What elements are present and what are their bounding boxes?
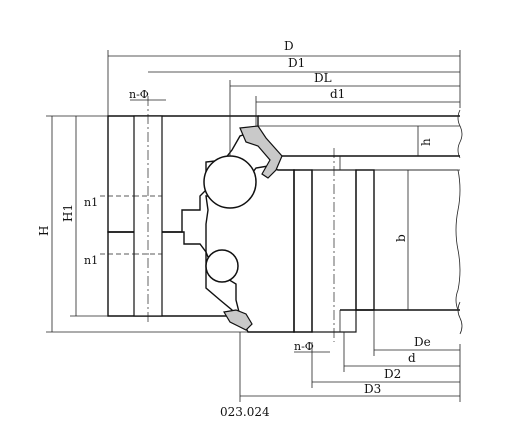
- upper-ball: [203, 155, 257, 209]
- hole-callout-top: n-Φ: [129, 88, 166, 101]
- label-DL: DL: [314, 71, 332, 85]
- label-hole-bottom: n-Φ: [294, 340, 314, 353]
- label-b: b: [394, 234, 408, 242]
- label-D3: D3: [364, 382, 381, 396]
- lower-ball: [205, 249, 239, 283]
- dimension-h: h: [417, 126, 433, 156]
- inner-bolt-hole: [311, 148, 357, 342]
- dimension-D2: D2: [311, 342, 460, 388]
- label-d: d: [408, 351, 416, 365]
- label-H1: H1: [61, 204, 75, 222]
- dimension-d1: d1: [255, 87, 460, 126]
- label-n1-bottom: n1: [84, 254, 98, 267]
- label-D2: D2: [384, 367, 401, 381]
- dimension-De: De: [373, 310, 460, 356]
- dimension-D: D: [107, 39, 460, 116]
- figure-code: 023.024: [220, 405, 270, 419]
- dimension-D3: D3: [239, 332, 460, 402]
- label-hole-top: n-Φ: [129, 88, 149, 101]
- label-H: H: [37, 226, 51, 236]
- label-n1-top: n1: [84, 196, 98, 209]
- top-seal: [239, 125, 283, 179]
- label-D: D: [284, 39, 294, 53]
- label-d1: d1: [330, 87, 345, 101]
- dimension-DL: DL: [229, 71, 460, 156]
- lower-support: [339, 301, 463, 335]
- label-D1: D1: [288, 56, 305, 70]
- label-De: De: [414, 335, 431, 349]
- label-h: h: [419, 138, 433, 146]
- dimension-d: d: [343, 332, 460, 372]
- dimension-b: b: [394, 170, 409, 310]
- dimension-H: H: [37, 115, 248, 333]
- dimension-D1: D1: [148, 56, 460, 73]
- mounting-plate: [258, 109, 463, 171]
- dimension-H1: H1: [61, 116, 108, 317]
- bottom-seal: [223, 309, 253, 331]
